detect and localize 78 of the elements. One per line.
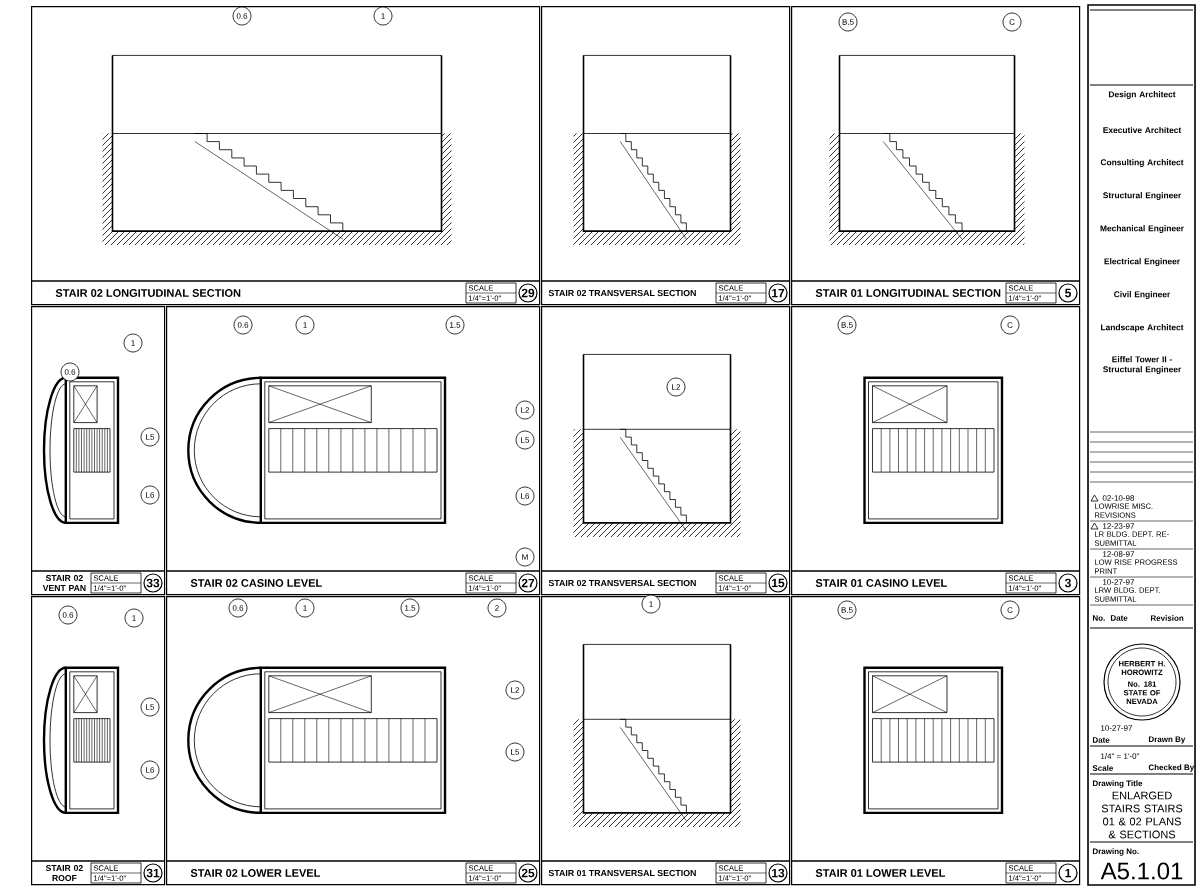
drawing-title: ENLARGED STAIRS STAIRS 01 & 02 PLANS & SECTIONS [1101,791,1183,839]
consultant-role: Mechanical Engineer [1100,225,1184,233]
field-caption: Drawing Title [1092,780,1143,788]
panel-title: STAIR 02 TRANSVERSAL SECTION [548,289,696,297]
field-caption: No. [1092,615,1105,621]
field-value: 1/4" = 1'-0" [1101,753,1140,759]
field-caption: Date [1092,737,1110,743]
consultant-role: Electrical Engineer [1104,258,1180,266]
revision-date: 12-08-97 [1103,551,1134,557]
grid-bubble: 0.6 [60,362,80,382]
detail-number: 27 [518,573,538,593]
grid-bubble: 1 [123,333,143,353]
grid-bubble: 1.5 [445,315,465,335]
grid-bubble: L2 [666,377,686,397]
panel-title: STAIR 01 CASINO LEVEL [815,579,947,587]
grid-bubble: C [1002,12,1022,32]
revision-date: 02-10-98 [1102,495,1135,501]
detail-number: 29 [518,283,538,303]
grid-bubble: L6 [140,760,160,780]
grid-bubble: L6 [515,486,535,506]
detail-number: 25 [518,863,538,883]
grid-bubble: 1 [295,315,315,335]
consultant-role: Design Architect [1108,91,1176,99]
grid-bubble: 1 [295,598,315,618]
grid-bubble: L5 [515,430,535,450]
panel-title: STAIR 02 TRANSVERSAL SECTION [548,579,696,587]
grid-bubble: 1 [641,594,661,614]
grid-bubble: 0.6 [58,605,78,625]
detail-number: 13 [768,863,788,883]
grid-bubble: 1.5 [400,598,420,618]
grid-bubble: L2 [505,680,525,700]
detail-number: 33 [143,573,163,593]
panel-title: STAIR 02 LONGITUDINAL SECTION [55,289,241,297]
grid-bubble: C [1000,315,1020,335]
revision-date: 10-27-97 [1103,579,1134,585]
field-caption: Revision [1150,615,1184,621]
grid-bubble: L6 [140,485,160,505]
grid-bubble: 0.6 [228,598,248,618]
detail-number: 17 [768,283,788,303]
detail-number: 3 [1058,573,1078,593]
panel-title: STAIR 01 LOWER LEVEL [815,869,946,877]
consultant-role: Structural Engineer [1103,192,1182,200]
grid-bubble: B.5 [837,315,857,335]
detail-number: 15 [768,573,788,593]
grid-bubble: B.5 [837,600,857,620]
grid-bubble: L5 [505,742,525,762]
panel-title: STAIR 02 VENT PAN [42,575,86,591]
consultant-role: Landscape Architect [1101,324,1184,332]
grid-bubble: L5 [140,697,160,717]
field-caption: Drawing No. [1092,848,1139,856]
grid-bubble: L2 [515,400,535,420]
detail-number: 1 [1058,863,1078,883]
grid-bubble: 0.6 [233,315,253,335]
grid-bubble: 1 [124,608,144,628]
consultant-role: Consulting Architect [1100,159,1184,167]
field-caption: Drawn By [1148,736,1186,744]
field-value: 10-27-97 [1101,725,1133,731]
consultant-role: Civil Engineer [1114,291,1171,299]
field-caption: Scale [1092,765,1114,771]
grid-bubble: 2 [487,598,507,618]
grid-bubble: L5 [140,427,160,447]
panel-title: STAIR 01 LONGITUDINAL SECTION [815,289,1001,297]
field-caption: Checked By [1148,764,1195,772]
grid-bubble: B.5 [838,12,858,32]
revision-date: 12-23-97 [1103,523,1134,529]
grid-bubble: C [1000,600,1020,620]
panel-title: STAIR 01 TRANSVERSAL SECTION [548,869,696,877]
consultant-role: Eiffel Tower II - Structural Engineer [1103,356,1182,374]
panel-title: STAIR 02 ROOF [45,865,83,882]
field-caption: Date [1110,615,1128,621]
grid-bubble: 1 [373,6,393,26]
grid-bubble: 0.6 [232,6,252,26]
panel-title: STAIR 02 CASINO LEVEL [190,579,322,587]
consultant-role: Executive Architect [1103,126,1182,134]
detail-number: 31 [143,863,163,883]
panel-title: STAIR 02 LOWER LEVEL [190,869,321,877]
grid-bubble: M [515,547,535,567]
detail-number: 5 [1058,283,1078,303]
